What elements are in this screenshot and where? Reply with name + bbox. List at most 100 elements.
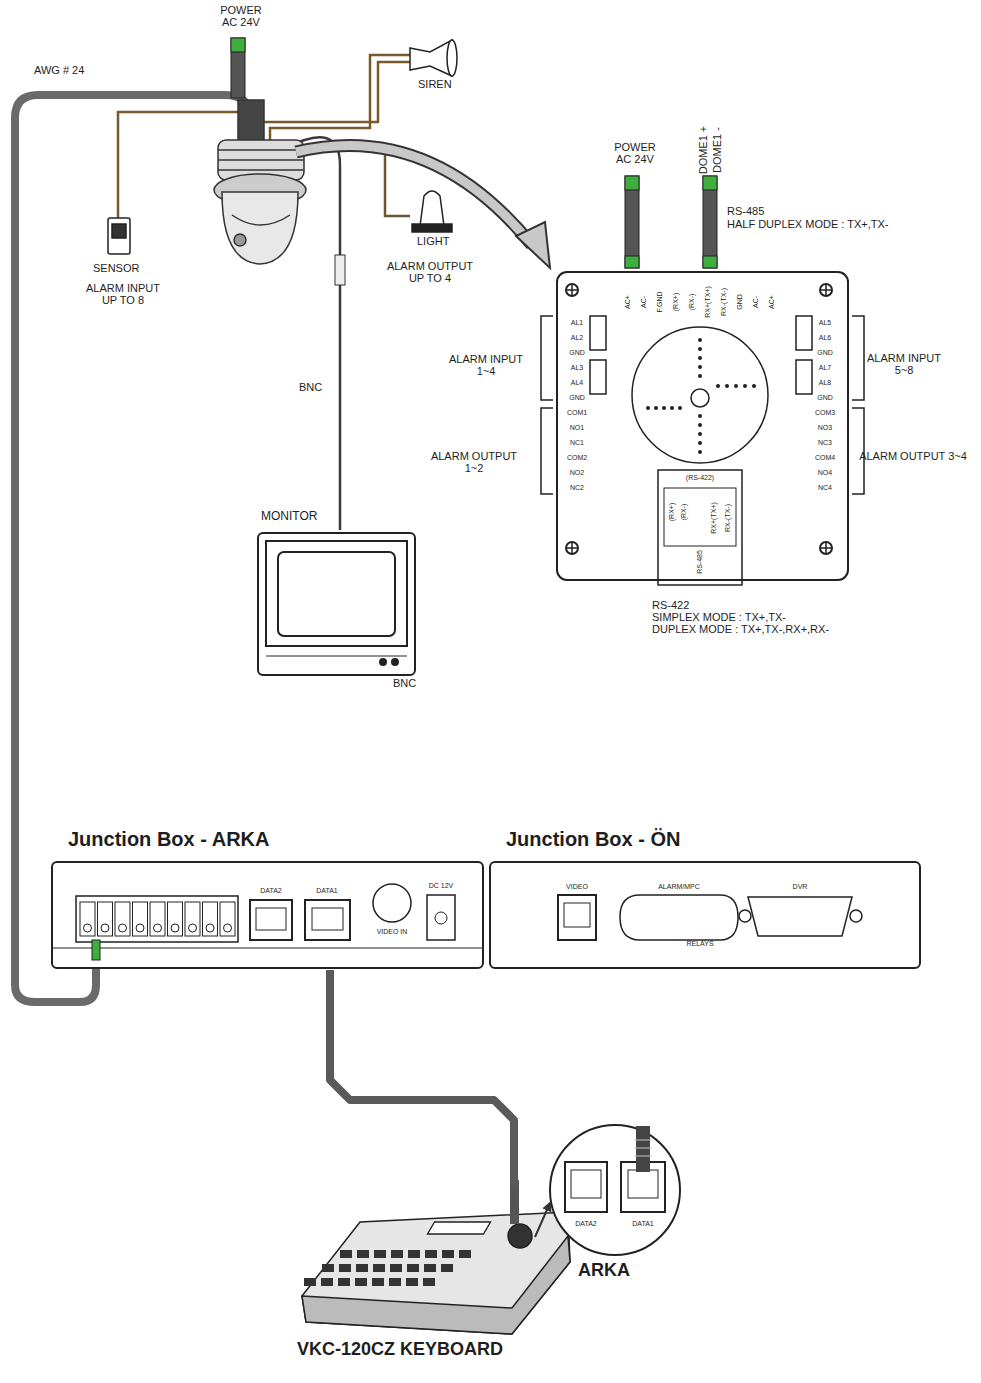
pin-label: AL4: [571, 379, 583, 387]
pin-label: (RX+): [672, 293, 680, 311]
junction-box-back: [435, 912, 447, 924]
keyboard-key: [391, 1250, 403, 1258]
pin-label: GND: [569, 349, 585, 357]
pin-label: COM1: [567, 409, 587, 417]
keyboard-key: [424, 1264, 436, 1272]
monitor: [278, 552, 395, 636]
device-node: Junction Box - ARKA: [52, 828, 484, 970]
keyboard-key: [340, 1250, 352, 1258]
terminal-board: [590, 316, 606, 350]
board-plugs: [625, 176, 717, 268]
pin-label: GND: [569, 394, 585, 402]
keyboard-key: [372, 1278, 384, 1286]
port-inset: [565, 1162, 607, 1212]
junction-box-front: [850, 910, 862, 922]
pin-label: RS-485: [696, 550, 704, 574]
junction-box-front: [490, 862, 920, 968]
pin-label: AL5: [819, 319, 831, 327]
keyboard-key: [339, 1264, 351, 1272]
pin-label: VIDEO IN: [377, 928, 408, 936]
port-inset: [571, 1170, 601, 1198]
pin-label: AL1: [571, 319, 583, 327]
pin-label: RX+(TX+): [704, 286, 712, 318]
siren-icon: [447, 40, 457, 76]
callout-label: ALARM OUTPUT UP TO 4: [384, 260, 476, 285]
pin-label: GND: [817, 394, 833, 402]
callout-label: DOME1 +: [697, 126, 709, 175]
power-plug: [231, 38, 245, 98]
callout-label: ALARM OUTPUT 1~2: [424, 450, 524, 475]
device-label: Junction Box - ÖN: [506, 828, 680, 850]
terminal-slot: [133, 902, 148, 936]
junction-box-back: [312, 908, 343, 930]
zoom-arrow: [296, 145, 532, 245]
pin-label: NO1: [570, 424, 584, 432]
junction-box-back: [305, 900, 350, 940]
port-inset: [550, 1125, 680, 1255]
dome-camera: [232, 215, 290, 225]
callout-label: DOME1 -: [711, 127, 723, 173]
dome-camera: [218, 159, 304, 161]
junction-box-back: [76, 896, 238, 942]
monitor: [266, 541, 407, 646]
junction-box-front: [739, 910, 751, 922]
callout-label: BNC: [393, 677, 416, 689]
zoom-arrow: [296, 145, 532, 245]
board-dot: [646, 406, 650, 410]
terminal-block: [80, 902, 235, 960]
terminal-screw: [84, 924, 92, 932]
keyboard: [302, 1180, 570, 1334]
bnc-connector: [335, 255, 345, 285]
monitor: [392, 659, 398, 665]
keyboard-key: [425, 1250, 437, 1258]
pin-label: GND: [817, 349, 833, 357]
junction-box-back: [250, 900, 292, 940]
dome-camera: [234, 234, 246, 246]
board-dot: [662, 406, 666, 410]
board-dot: [698, 356, 702, 360]
board-dot: [725, 384, 729, 388]
pin-label: DC 12V: [429, 882, 454, 890]
pin-label: RX-(TX-): [720, 288, 728, 316]
pin-label: COM4: [815, 454, 835, 462]
pin-label: AC-: [752, 296, 760, 308]
junction-box-front: [620, 895, 738, 940]
terminal-screw: [136, 924, 144, 932]
keyboard: [302, 1236, 570, 1334]
terminal-board: [590, 360, 606, 394]
board-dot: [698, 338, 702, 342]
cable-connector: [330, 970, 514, 1185]
keyboard-key: [408, 1250, 420, 1258]
terminal-board: [852, 316, 864, 494]
pin-label: AL7: [819, 364, 831, 372]
callout-label: RS-485: [727, 205, 764, 217]
callout-label: SIREN: [418, 78, 452, 90]
board-dot: [698, 414, 702, 418]
siren-icon: [410, 40, 457, 76]
cable-connector: [535, 1203, 550, 1237]
pin-label: F.GND: [656, 292, 664, 313]
callout-label: LIGHT: [417, 235, 449, 247]
terminal-board: [664, 488, 736, 546]
board-plugs: [625, 256, 639, 268]
zoom-arrow: [296, 145, 550, 268]
board-dot: [670, 406, 674, 410]
terminal-board: [566, 284, 832, 554]
warning-light: [412, 224, 452, 232]
pin-label: RX-(TX-): [724, 504, 732, 532]
junction-box-back: [52, 862, 483, 968]
pin-label: NC3: [818, 439, 832, 447]
terminal-slot: [80, 902, 95, 936]
pin-label: NC1: [570, 439, 584, 447]
pin-label: NO3: [818, 424, 832, 432]
board-dot: [716, 384, 720, 388]
board-plugs: [703, 176, 717, 190]
dome-camera: [218, 149, 304, 151]
monitor: [380, 659, 386, 665]
junction-box-front: [748, 897, 852, 936]
keyboard-keys: [304, 1250, 471, 1286]
device-node: VKC-120CZ KEYBOARD: [295, 1185, 535, 1365]
pin-label: AL6: [819, 334, 831, 342]
keyboard: [510, 1180, 519, 1224]
